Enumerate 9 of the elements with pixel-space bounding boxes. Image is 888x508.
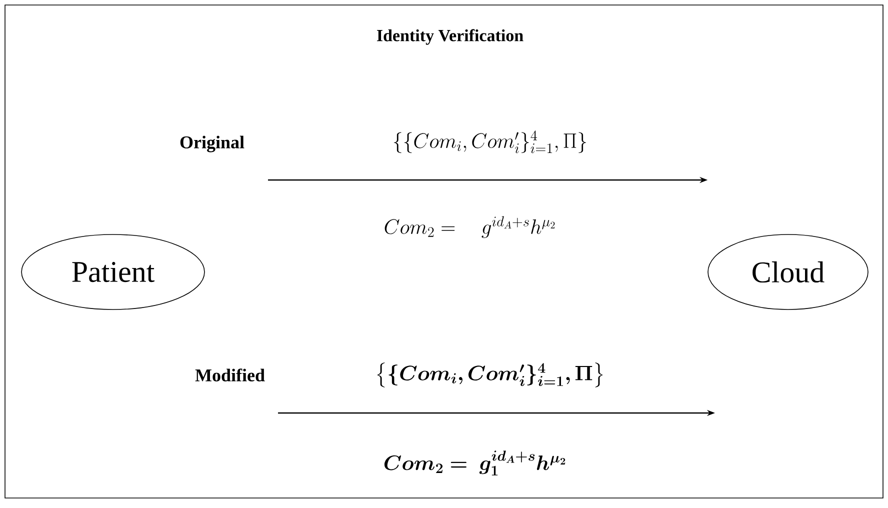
edge-label: $\{\{Com_i, Com'_i\}_{i=1}^{4}, \Pi\}$ — [394, 130, 586, 154]
title: Identity Verification — [377, 29, 524, 45]
formula: $\bm{\big\{\{Com_i, Com'_i\}_{i=1}^{4}, \Pi\big\}}$ — [377, 362, 603, 388]
side-label: Original — [180, 136, 244, 152]
side-label: Modified — [195, 368, 265, 382]
formula: $Com_2 = \quad g^{id_A+s}h^{\mu_2}$ — [384, 216, 555, 238]
formula: $\bm{Com_2 = \; g_1^{id_A+s}h^{\mu_2}}$ — [384, 450, 566, 476]
ellipse-node: Patient — [21, 234, 205, 310]
ellipse-node: Cloud — [708, 234, 868, 310]
